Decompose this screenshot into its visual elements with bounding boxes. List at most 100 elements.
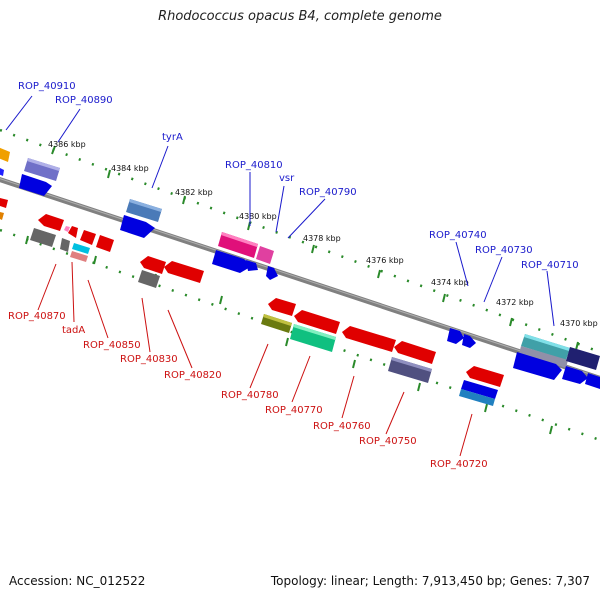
forward-genes [0, 147, 600, 389]
major-tick [484, 403, 488, 413]
genome-backbone-highlight [0, 178, 600, 378]
gene-label-vsr[interactable]: vsr [279, 173, 295, 184]
gene-feature[interactable] [80, 230, 96, 245]
major-tick [509, 317, 513, 327]
leader-line [57, 108, 81, 143]
gene-label-rop-40720[interactable]: ROP_40720 [430, 459, 488, 470]
gene-feature[interactable] [342, 326, 396, 352]
gene-feature[interactable] [24, 158, 60, 181]
gene-feature[interactable] [212, 250, 252, 273]
gene-feature[interactable] [394, 341, 436, 364]
gene-feature[interactable] [64, 226, 70, 232]
leader-line [483, 256, 503, 303]
gene-feature[interactable] [164, 261, 204, 283]
gene-feature[interactable] [138, 270, 160, 288]
gene-feature[interactable] [38, 214, 64, 231]
major-tick [285, 337, 289, 347]
gene-label-rop-40850[interactable]: ROP_40850 [83, 340, 141, 351]
gene-feature[interactable] [462, 334, 476, 348]
gene-feature[interactable] [256, 246, 274, 264]
gene-label-rop-40910[interactable]: ROP_40910 [18, 81, 76, 92]
gene-label-tada[interactable]: tadA [62, 325, 85, 336]
gene-label-rop-40780[interactable]: ROP_40780 [221, 390, 279, 401]
major-ticks-forward [51, 145, 579, 351]
gene-feature[interactable] [70, 251, 88, 262]
major-tick [107, 169, 111, 179]
gene-feature[interactable] [0, 198, 8, 208]
genome-info-label: Topology: linear; Length: 7,913,450 bp; … [270, 574, 590, 588]
gene-label-rop-40830[interactable]: ROP_40830 [120, 354, 178, 365]
accession-label: Accession: NC_012522 [9, 574, 146, 588]
gene-feature[interactable] [0, 147, 10, 162]
gene-feature[interactable] [459, 389, 495, 406]
scale-label-4378: 4378 kbp [303, 234, 341, 243]
gene-label-rop-40730[interactable]: ROP_40730 [475, 245, 533, 256]
scale-label-4374: 4374 kbp [431, 278, 469, 287]
gene-label-rop-40760[interactable]: ROP_40760 [313, 421, 371, 432]
major-tick [25, 235, 29, 245]
gene-feature[interactable] [388, 357, 432, 383]
gene-feature[interactable] [19, 174, 52, 196]
scale-label-4384: 4384 kbp [111, 164, 149, 173]
gene-feature [27, 158, 60, 171]
gene-label-rop-40750[interactable]: ROP_40750 [359, 436, 417, 447]
gene-feature[interactable] [461, 380, 498, 399]
gene-label-rop-40870[interactable]: ROP_40870 [8, 311, 66, 322]
major-tick [575, 341, 579, 351]
major-ticks-reverse [25, 235, 553, 435]
gene-feature[interactable] [68, 226, 78, 238]
gene-label-rop-40770[interactable]: ROP_40770 [265, 405, 323, 416]
gene-feature [293, 324, 336, 340]
genome-backbone [0, 177, 600, 381]
major-tick [442, 293, 446, 303]
gene-feature[interactable] [140, 256, 166, 274]
major-tick [219, 295, 223, 305]
scale-label-4382: 4382 kbp [175, 188, 213, 197]
leader-line [141, 297, 151, 353]
major-tick [549, 425, 553, 435]
gene-feature[interactable] [521, 334, 570, 360]
gene-feature[interactable] [0, 212, 4, 220]
gene-label-rop-40740[interactable]: ROP_40740 [429, 230, 487, 241]
gene-feature[interactable] [290, 324, 336, 352]
gene-feature[interactable] [566, 347, 600, 370]
gene-feature[interactable] [30, 228, 56, 247]
gene-feature[interactable] [72, 243, 90, 254]
gene-label-tyra[interactable]: tyrA [162, 132, 183, 143]
leader-line [287, 198, 326, 239]
gene-feature[interactable] [562, 366, 588, 384]
gene-feature[interactable] [120, 215, 155, 238]
gene-feature[interactable] [466, 366, 504, 387]
gene-feature[interactable] [513, 352, 562, 380]
gene-feature[interactable] [126, 199, 162, 222]
gene-feature[interactable] [585, 373, 600, 389]
gene-feature[interactable] [447, 328, 464, 344]
map-title: Rhodococcus opacus B4, complete genome [158, 9, 442, 24]
gene-feature[interactable] [519, 346, 568, 368]
gene-feature[interactable] [268, 298, 296, 316]
leader-line [385, 391, 405, 435]
leader-line [455, 241, 469, 287]
gene-label-rop-40810[interactable]: ROP_40810 [225, 160, 283, 171]
reverse-genes [0, 198, 504, 406]
gene-feature [524, 334, 570, 351]
major-tick [93, 255, 97, 265]
gene-feature[interactable] [96, 235, 114, 252]
gene-feature[interactable] [294, 310, 340, 334]
gene-feature [129, 199, 162, 212]
gene-feature[interactable] [0, 167, 4, 176]
gene-feature[interactable] [246, 260, 258, 271]
gene-label-rop-40890[interactable]: ROP_40890 [55, 95, 113, 106]
leader-line [459, 413, 473, 457]
gene-label-rop-40820[interactable]: ROP_40820 [164, 370, 222, 381]
major-tick [352, 359, 356, 369]
leader-line [71, 261, 75, 323]
gene-label-rop-40710[interactable]: ROP_40710 [521, 260, 579, 271]
gene-feature[interactable] [60, 238, 70, 252]
leader-line [249, 343, 269, 389]
gene-label-rop-40790[interactable]: ROP_40790 [299, 187, 357, 198]
gene-feature[interactable] [266, 266, 278, 280]
gene-feature[interactable] [218, 232, 258, 258]
scale-label-4376: 4376 kbp [366, 256, 404, 265]
